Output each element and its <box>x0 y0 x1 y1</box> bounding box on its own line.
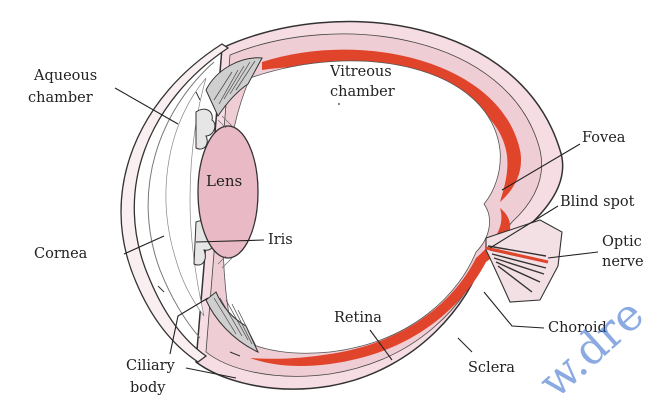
label-blind-spot: Blind spot <box>560 194 635 210</box>
leader-sclera <box>458 338 472 352</box>
label-iris: Iris <box>268 232 293 248</box>
label-vitreous-line2: chamber <box>330 84 395 100</box>
label-aqueous-line2: chamber <box>28 90 93 106</box>
label-vitreous-line1: Vitreous <box>329 64 392 80</box>
label-ciliary-line2: body <box>130 380 166 396</box>
label-ciliary-line1: Ciliary <box>126 358 176 374</box>
label-lens: Lens <box>206 172 242 190</box>
label-optic-line2: nerve <box>602 254 644 270</box>
label-sclera: Sclera <box>468 360 515 376</box>
lens <box>198 126 258 258</box>
label-cornea: Cornea <box>34 246 88 262</box>
label-optic-line1: Optic <box>602 234 642 250</box>
label-fovea: Fovea <box>582 130 626 146</box>
label-aqueous-line1: Aqueous <box>33 68 97 84</box>
watermark-text: w.dre <box>529 289 654 406</box>
label-retina: Retina <box>334 310 382 326</box>
